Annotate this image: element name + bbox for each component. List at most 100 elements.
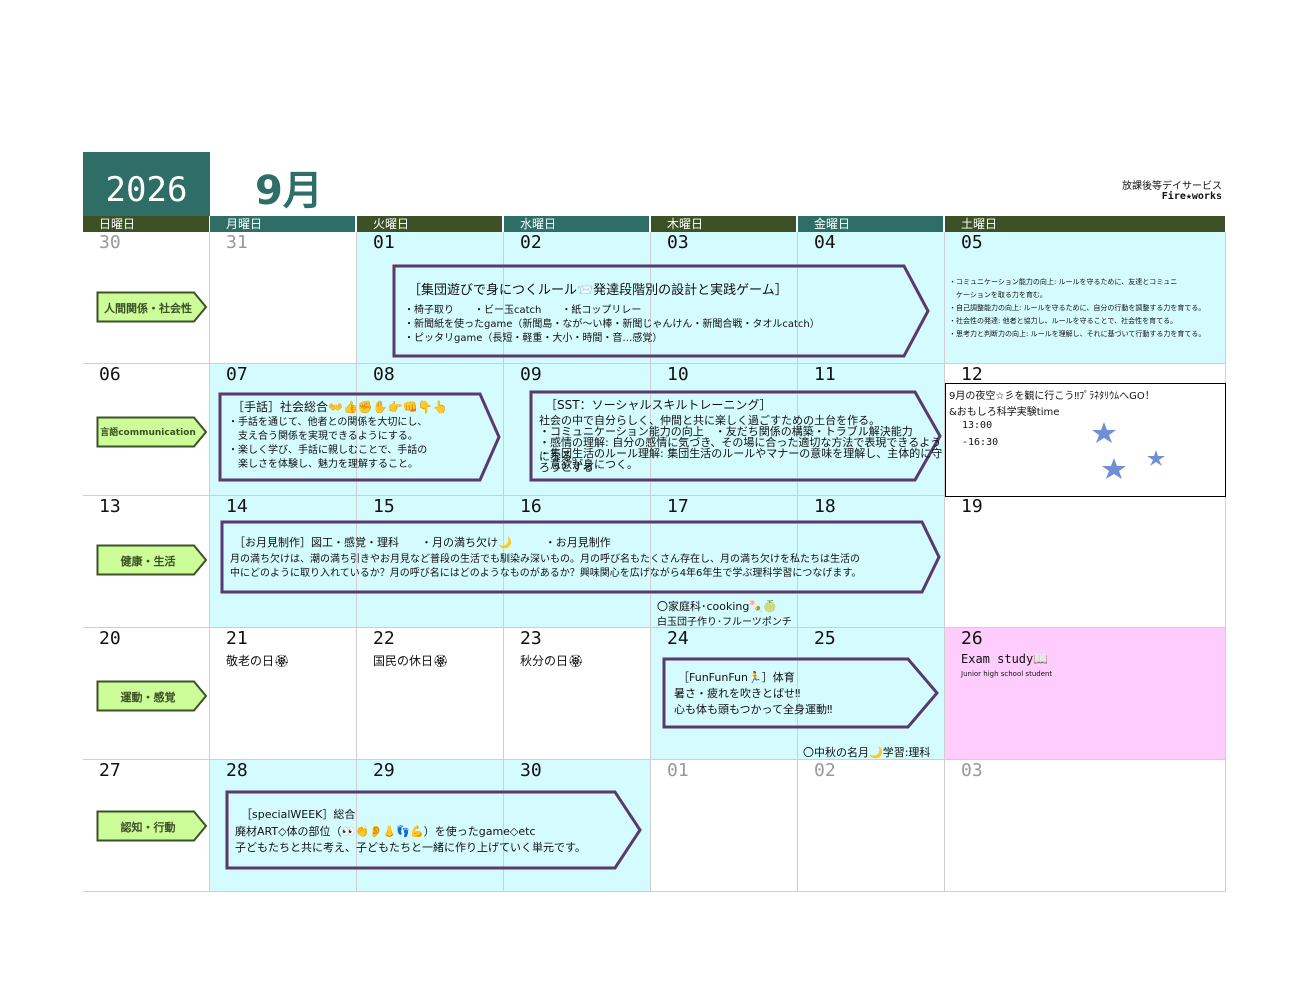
special-title: ［specialWEEK］総合 (241, 808, 356, 821)
calendar-day-cell: 02 (798, 760, 945, 892)
day-number: 10 (667, 364, 689, 385)
year-label: 2026 (83, 152, 210, 216)
day-number: 17 (667, 496, 689, 517)
pe-arrow: ［FunFunFun🏃］体育 暑さ・疲れを吹きとばせ‼ 心も体も頭もつかって全身… (662, 657, 940, 729)
day-number: 26 (961, 628, 983, 649)
weekday-fri: 金曜日 (798, 216, 943, 232)
sign-title: ［手話］社会総合👐👍✊✋👉👊👇👆 (232, 400, 448, 414)
day-number: 14 (226, 496, 248, 517)
day-number: 22 (373, 628, 395, 649)
moon-stars-icon (1092, 422, 1190, 489)
calendar-day-cell: 23 (504, 628, 651, 760)
day-number: 13 (99, 496, 121, 517)
goal-line: ・思考力と判断力の向上: ルールを理解し、それに基づいて行動する力を育てる。 (949, 330, 1206, 338)
goal-line: ・社会性の発達: 他者と協力し、ルールを守ることで、社会性を育てる。 (949, 317, 1178, 325)
day-number: 25 (814, 628, 836, 649)
day-number: 01 (373, 232, 395, 253)
sst-title: ［SST：ソーシャルスキルトレーニング］ (545, 398, 772, 412)
calendar-day-cell: 31 (210, 232, 357, 364)
sign-line: 楽しさを体験し、魅力を理解すること。 (228, 459, 418, 470)
goal-line: ケーションを取る力を育む。 (949, 291, 1047, 299)
goal-line: ・自己調整能力の向上: ルールを守るために、自分の行動を調整する力を育てる。 (949, 304, 1206, 312)
moon-line1: 月の満ち欠けは、潮の満ち引きやお月見など普段の生活でも馴染み深いもの。月の呼び名… (230, 554, 860, 565)
moon-arrow-shape (220, 520, 941, 594)
exam-study-title: Exam study📖 (961, 652, 1049, 666)
calendar-day-cell: 25 (798, 628, 945, 760)
calendar-day-cell: 14 (210, 496, 357, 628)
row-tag-label: 言語communication (100, 428, 196, 438)
planetarium-start: 13:00 (962, 420, 993, 431)
week1-goals: ・コミュニケーション能力の向上: ルールを守るために、友達とコミュニ ケーション… (949, 276, 1225, 341)
calendar-day-cell: 27 (83, 760, 210, 892)
day-number: 24 (667, 628, 689, 649)
day-number: 12 (961, 364, 983, 385)
calendar-day-cell: 03 (651, 232, 798, 364)
week1-title: ［集団遊びで身につくルール📨発達段階別の設計と実践ゲーム］ (408, 283, 788, 298)
pe-line1: 暑さ・疲れを吹きとばせ‼ (674, 687, 801, 700)
calendar-day-cell: 15 (357, 496, 504, 628)
calendar-day-cell: 24 (651, 628, 798, 760)
week1-activity-arrow: ［集団遊びで身につくルール📨発達段階別の設計と実践ゲーム］ ・椅子取り ・ビー玉… (392, 264, 932, 358)
row-category-tag: 認知・行動 (96, 810, 208, 842)
calendar-day-cell: 22 (357, 628, 504, 760)
weekday-sat: 土曜日 (945, 216, 1225, 232)
calendar-day-cell: 08 (357, 364, 504, 496)
sst-line: 意欲が身につく。 (539, 458, 638, 471)
sign-line: ・楽しく学び、手話に親しむことで、手話の (228, 445, 428, 456)
week1-arrow-shape (392, 264, 930, 358)
day-number: 28 (226, 760, 248, 781)
weekday-mon: 月曜日 (210, 216, 355, 232)
special-arrow-shape (225, 790, 642, 870)
sign-line: ・手話を通じて、他者との関係を大切にし、 (228, 417, 428, 428)
calendar-day-cell: 02 (504, 232, 651, 364)
weekday-wed: 水曜日 (504, 216, 649, 232)
special-line2: 子どもたちと共に考え、子どもたちと一緒に作り上げていく単元です。 (235, 841, 586, 854)
day-number: 27 (99, 760, 121, 781)
day-number: 04 (814, 232, 836, 253)
special-line1: 廃材ART◇体の部位（👀👏👂👃👣💪）を使ったgame◇etc (235, 825, 536, 838)
day-number: 03 (961, 760, 983, 781)
planetarium-end: -16:30 (962, 437, 999, 448)
sst-line: ・コミュニケーション能力の向上 ・友だち関係の構築・トラブル解決能力 (539, 425, 913, 438)
calendar-day-cell: 16 (504, 496, 651, 628)
brand-subtitle: 放課後等デイサービス (1122, 181, 1222, 192)
day-number: 03 (667, 232, 689, 253)
sign-language-arrow: ［手話］社会総合👐👍✊✋👉👊👇👆 ・手話を通じて、他者との関係を大切にし、 支え… (218, 392, 502, 482)
pe-arrow-shape (662, 657, 939, 729)
day-number: 29 (373, 760, 395, 781)
week1-line2: ・新聞紙を使ったgame（新聞島・なが〜い棒・新聞じゃんけん・新聞合戦・タオルc… (404, 319, 820, 330)
day-number: 19 (961, 496, 983, 517)
calendar-day-cell: 29 (357, 760, 504, 892)
row-category-tag: 健康・生活 (96, 544, 208, 576)
day-number: 06 (99, 364, 121, 385)
row-category-tag: 人間関係・社会性 (96, 291, 208, 323)
sign-line: 支え合う関係を実現できるようにする。 (228, 431, 418, 442)
day-number: 08 (373, 364, 395, 385)
weekday-thu: 木曜日 (651, 216, 796, 232)
calendar-day-cell: 01 (357, 232, 504, 364)
day-number: 31 (226, 232, 248, 253)
calendar-day-cell: 19 (945, 496, 1226, 628)
calendar-day-cell: 03 (945, 760, 1226, 892)
goal-line: ・コミュニケーション能力の向上: ルールを守るために、友達とコミュニ (949, 278, 1178, 286)
sst-arrow: ［SST：ソーシャルスキルトレーニング］ 社会の中で自分らしく、仲間と共に楽しく… (529, 390, 943, 482)
sst-line: ・集団生活のルール理解: 集団生活のルールやマナーの意味を理解し、主体的に守ろう… (539, 447, 943, 474)
row-tag-label: 認知・行動 (120, 821, 176, 834)
month-title: 9月 (255, 168, 323, 214)
planetarium-title: 9月の夜空☆彡を観に行こう‼ﾌﾟﾗﾈﾀﾘｳﾑへGO！ (949, 391, 1155, 402)
day-number: 05 (961, 232, 983, 253)
moon-viewing-arrow: ［お月見制作］図工・感覚・理科 ・月の満ち欠け🌙 ・お月見制作 月の満ち欠けは、… (220, 520, 942, 594)
planetarium-subtitle: &おもしろ科学実験time (949, 407, 1060, 418)
day-number: 30 (520, 760, 542, 781)
calendar-day-cell: 06 (83, 364, 210, 496)
calendar-day-cell: 28 (210, 760, 357, 892)
day-number: 18 (814, 496, 836, 517)
calendar-day-cell: 17 (651, 496, 798, 628)
row-category-tag: 言語communication (96, 416, 208, 448)
row-category-tag: 運動・感覚 (96, 680, 208, 712)
sst-arrow-shape (529, 390, 942, 482)
holiday-equinox: 秋分の日🏵 (520, 654, 584, 668)
sst-line: 社会の中で自分らしく、仲間と共に楽しく過ごすための土台を作る。 (539, 414, 881, 427)
calendar-day-cell: 10 (651, 364, 798, 496)
day-number: 09 (520, 364, 542, 385)
